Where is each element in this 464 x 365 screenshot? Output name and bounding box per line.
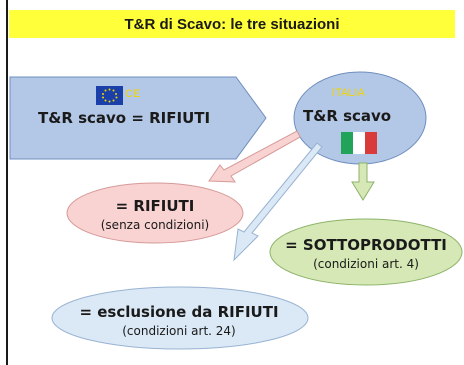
- title-bar: T&R di Scavo: le tre situazioni: [9, 10, 455, 38]
- arrow-to-esclusione: [233, 142, 323, 262]
- ce-main-text: T&R scavo = RIFIUTI: [38, 109, 211, 127]
- italia-main-text: T&R scavo: [303, 107, 392, 125]
- esclusione-ellipse: [51, 286, 309, 350]
- ce-label: CE: [125, 88, 141, 100]
- sottoprodotti-subtitle: (condizioni art. 4): [313, 257, 419, 271]
- eu-flag-icon: [96, 86, 123, 105]
- esclusione-title: = esclusione da RIFIUTI: [79, 303, 279, 321]
- arrow-to-rifiuti: [208, 130, 301, 183]
- arrow-to-sottoprodotti: [351, 162, 375, 201]
- rifiuti-title: = RIFIUTI: [115, 197, 195, 215]
- rifiuti-ellipse: [66, 182, 244, 244]
- rifiuti-subtitle: (senza condizioni): [100, 218, 210, 232]
- italia-label: ITALIA: [332, 87, 365, 99]
- diagram-title: T&R di Scavo: le tre situazioni: [124, 15, 340, 33]
- italy-flag-icon: [341, 132, 377, 154]
- sottoprodotti-title: = SOTTOPRODOTTI: [285, 236, 447, 254]
- esclusione-subtitle: (condizioni art. 24): [122, 324, 236, 338]
- left-border: [6, 0, 8, 365]
- sottoprodotti-ellipse: [269, 218, 463, 286]
- ce-arrow-shape: [9, 76, 267, 160]
